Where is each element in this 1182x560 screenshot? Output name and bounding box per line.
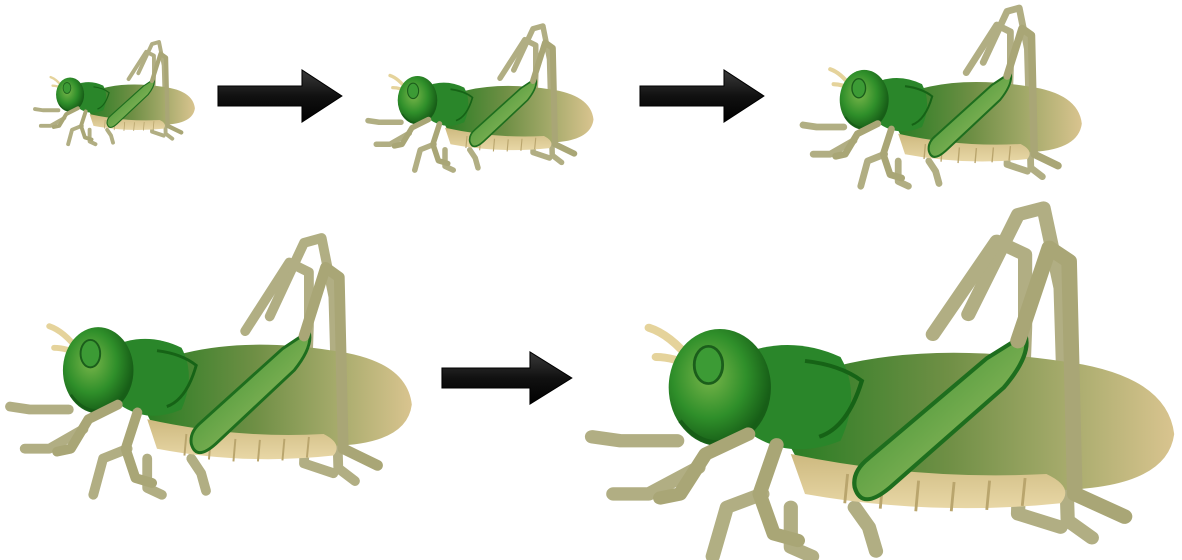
grasshopper-icon: [10, 238, 412, 495]
grasshopper-icon: [803, 8, 1082, 186]
arrow-right-icon: [218, 70, 342, 122]
arrow-right-icon: [442, 352, 572, 404]
arrow-right-icon: [640, 70, 764, 122]
grasshopper-icon: [368, 26, 594, 170]
grasshopper-icon: [35, 42, 195, 144]
grasshopper-icon: [592, 208, 1174, 556]
